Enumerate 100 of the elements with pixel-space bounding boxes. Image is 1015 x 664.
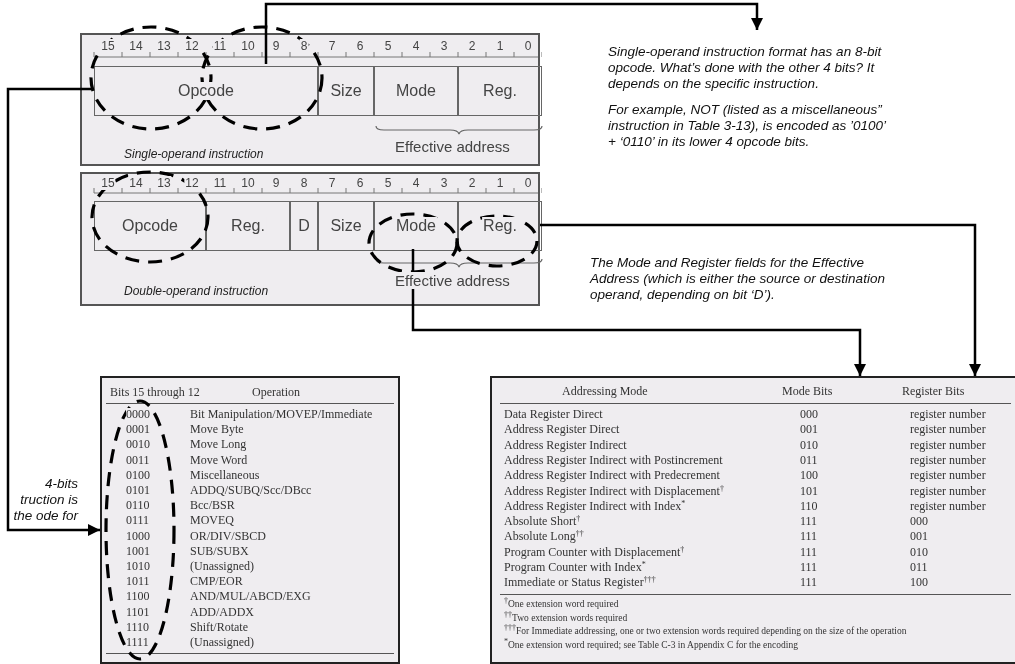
annotation-text: The Mode and Register fields for the Effective Address (which is either the source or destination operand, depending on bit ‘D’). bbox=[590, 255, 886, 303]
field-label: Reg. bbox=[482, 217, 518, 235]
bit-field bbox=[94, 66, 318, 116]
table-cell: 010 bbox=[800, 438, 818, 452]
table-header: Register Bits bbox=[902, 385, 965, 398]
table-cell: 1010 bbox=[126, 560, 150, 573]
bit-field bbox=[290, 201, 318, 251]
table-cell: Move Byte bbox=[190, 423, 244, 437]
table-cell: register number bbox=[910, 484, 986, 498]
bit-number: 4 bbox=[411, 176, 421, 190]
connector-arrow bbox=[264, 2, 763, 64]
field-label: Opcode bbox=[121, 217, 179, 235]
table-footnote: $^{†††}$For Immediate addressing, one or two extension words required depending on the size of the operation bbox=[504, 626, 907, 637]
table-cell: 111 bbox=[800, 530, 818, 544]
bit-number: 6 bbox=[355, 176, 365, 190]
bit-number: 13 bbox=[156, 39, 172, 53]
table-cell: 1101 bbox=[126, 605, 150, 619]
table-cell: Bit Manipulation/MOVEP/Immediate bbox=[190, 408, 373, 421]
table-cell: 1000 bbox=[126, 529, 150, 543]
table-cell: register number bbox=[910, 438, 986, 452]
note-text: For example, NOT (listed as a miscellaneous” instruction in Table 3-13), is encoded as ’0100’ + ‘0110’ in its lower 4 opcode bits. bbox=[608, 102, 886, 150]
table-cell: 100 bbox=[910, 576, 928, 590]
bit-field bbox=[318, 66, 374, 116]
table-header: Mode Bits bbox=[782, 385, 833, 398]
field-label: Opcode bbox=[177, 82, 235, 100]
connector-arrow bbox=[540, 223, 981, 376]
field-group-label: Effective address bbox=[395, 272, 510, 289]
table-cell: 011 bbox=[910, 561, 928, 574]
table-footnote: $^{††}$Two extension words required bbox=[504, 612, 628, 624]
table-cell: 011 bbox=[800, 453, 818, 467]
bit-number: 2 bbox=[467, 39, 477, 53]
bit-number: 12 bbox=[184, 176, 200, 190]
table-cell: Move Long bbox=[190, 438, 247, 452]
table-cell: MOVEQ bbox=[190, 514, 234, 528]
table-cell: (Unassigned) bbox=[190, 560, 254, 573]
instruction-format-panel bbox=[80, 172, 540, 306]
bit-field bbox=[458, 66, 542, 116]
bit-number: 2 bbox=[467, 176, 477, 190]
table-cell: 100 bbox=[800, 469, 818, 483]
field-group-label: Effective address bbox=[395, 138, 510, 155]
table-cell: 0011 bbox=[126, 453, 150, 467]
bit-number: 10 bbox=[240, 176, 256, 190]
table-cell: 0101 bbox=[126, 484, 150, 497]
instruction-format-panel bbox=[80, 33, 540, 166]
bit-number: 11 bbox=[212, 176, 228, 190]
table-panel bbox=[490, 376, 1015, 664]
bit-number: 9 bbox=[271, 39, 281, 53]
table-cell: Miscellaneous bbox=[190, 468, 260, 482]
table-cell: Data Register Direct bbox=[504, 408, 603, 421]
table-cell: Program Counter with Index$^{*}$ bbox=[504, 561, 646, 574]
table-cell: 001 bbox=[910, 530, 928, 544]
bit-field bbox=[374, 201, 458, 251]
table-cell: Address Register Indirect with Displacement$^{†}$ bbox=[504, 484, 724, 498]
bit-number: 9 bbox=[271, 176, 281, 190]
table-header: Operation bbox=[252, 386, 300, 399]
table-cell: 101 bbox=[800, 484, 818, 498]
table-cell: Shift/Rotate bbox=[190, 620, 248, 634]
table-cell: 0100 bbox=[126, 468, 150, 482]
bit-number: 15 bbox=[100, 39, 116, 53]
table-cell: register number bbox=[910, 408, 986, 421]
connector-arrow bbox=[411, 249, 866, 376]
table-cell: Program Counter with Displacement$^{†}$ bbox=[504, 545, 685, 559]
connector-arrow bbox=[6, 87, 100, 536]
table-cell: Absolute Short$^{†}$ bbox=[504, 515, 581, 529]
bit-number: 12 bbox=[184, 39, 200, 53]
table-cell: Absolute Long$^{††}$ bbox=[504, 530, 584, 544]
bit-number: 11 bbox=[212, 39, 228, 53]
table-header: Addressing Mode bbox=[562, 385, 648, 398]
bit-field bbox=[206, 201, 290, 251]
table-footnote: $^{*}$One extension word required; see Table C-3 in Appendix C for the encoding bbox=[504, 639, 798, 651]
bit-number: 1 bbox=[495, 39, 505, 53]
bit-number: 3 bbox=[439, 39, 449, 53]
table-cell: 1110 bbox=[126, 620, 150, 634]
bit-number: 8 bbox=[299, 176, 309, 190]
table-cell: Address Register Indirect with Postincrement bbox=[504, 453, 723, 467]
bit-number: 6 bbox=[355, 39, 365, 53]
bit-number: 1 bbox=[495, 176, 505, 190]
table-cell: register number bbox=[910, 453, 986, 467]
bit-field bbox=[374, 66, 458, 116]
table-cell: 1001 bbox=[126, 544, 150, 558]
bit-number: 5 bbox=[383, 176, 393, 190]
table-cell: ADDQ/SUBQ/Scc/DBcc bbox=[190, 484, 312, 497]
note-text: Single-operand instruction format has an 8-bit opcode. What’s done with the other 4 bits? It depends on the specific instruction. bbox=[608, 44, 883, 92]
bit-field bbox=[94, 201, 206, 251]
field-label: Reg. bbox=[230, 217, 266, 235]
table-cell: Address Register Direct bbox=[504, 423, 620, 437]
bit-number: 0 bbox=[523, 39, 533, 53]
format-caption: Single-operand instruction bbox=[124, 147, 264, 161]
table-cell: ADD/ADDX bbox=[190, 605, 254, 619]
bit-number: 15 bbox=[100, 176, 116, 190]
bit-field bbox=[458, 201, 542, 251]
table-header: Bits 15 through 12 bbox=[110, 386, 200, 399]
bit-number: 7 bbox=[327, 176, 337, 190]
table-cell: Address Register Indirect with Predecrement bbox=[504, 469, 720, 483]
table-cell: OR/DIV/SBCD bbox=[190, 529, 266, 543]
table-footnote: $^{†}$One extension word required bbox=[504, 599, 619, 610]
bit-number: 10 bbox=[240, 39, 256, 53]
table-panel bbox=[100, 376, 400, 664]
format-caption: Double-operand instruction bbox=[124, 284, 269, 298]
table-cell: Address Register Indirect with Index$^{*}$ bbox=[504, 499, 686, 513]
